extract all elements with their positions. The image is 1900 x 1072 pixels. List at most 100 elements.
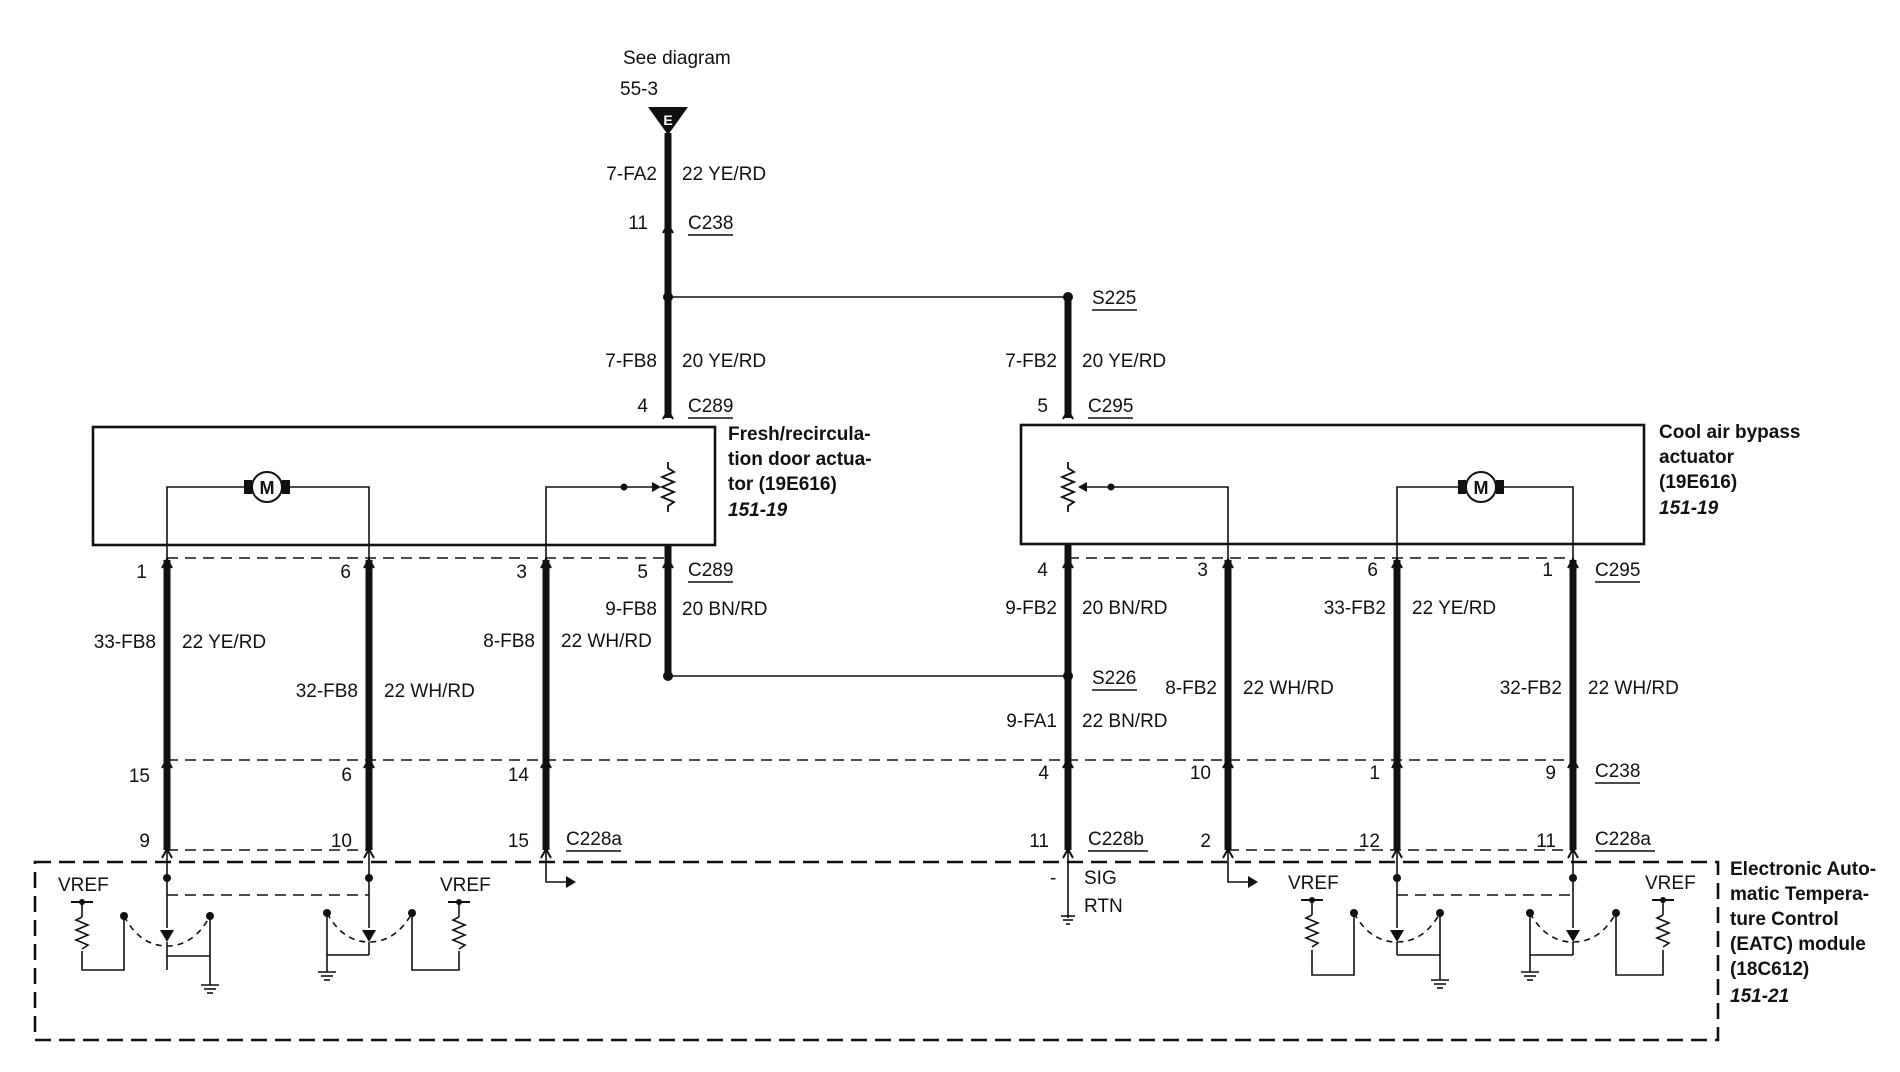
- fresh-motor-label: M: [260, 478, 275, 498]
- sig-label: SIG: [1084, 868, 1117, 889]
- vref-label-1: VREF: [58, 875, 109, 896]
- c228a-left-connector: C228a: [566, 829, 622, 850]
- c228b-pin-11: 11: [1029, 831, 1049, 852]
- fb2-module-entry: [1227, 850, 1254, 883]
- vref-label-2: VREF: [440, 875, 491, 896]
- wire-w1-left-circuit: 33-FB8: [94, 632, 156, 653]
- top-wire-connector: C238: [688, 213, 733, 234]
- eatc-line1: Electronic Auto-: [1730, 859, 1876, 880]
- top-wire-spec: 22 YE/RD: [682, 164, 766, 185]
- wire-w4-right-spec: 22 WH/RD: [1588, 678, 1679, 699]
- reference-page-text: 55-3: [620, 79, 658, 100]
- wire-w2-right-spec: 22 WH/RD: [1243, 678, 1334, 699]
- fb8-module-entry: [545, 850, 572, 883]
- fresh-actuator-box: [91, 425, 717, 547]
- wire-w1b-right-spec: 22 BN/RD: [1082, 711, 1168, 732]
- left-feed-connector: C289: [688, 396, 733, 417]
- c228a-pin-11: 11: [1536, 831, 1556, 852]
- c228a-pin-12: 12: [1359, 831, 1380, 852]
- fresh-potentiometer-icon: [659, 462, 677, 512]
- fresh-actuator-line3: tor (19E616): [728, 474, 837, 495]
- cool-actuator-box: [1019, 423, 1646, 546]
- right-switch-1: [1301, 850, 1449, 989]
- right-feed-circuit: 7-FB2: [1005, 351, 1057, 372]
- splice-s225-label: S225: [1092, 288, 1136, 309]
- c238-top-pin-mark: [662, 221, 674, 234]
- cool-motor-label: M: [1474, 478, 1489, 498]
- c228a-pin-9: 9: [139, 831, 150, 852]
- left-switch-2: [318, 850, 470, 981]
- fresh-actuator-line2: tion door actua-: [728, 449, 872, 470]
- eatc-line4: (EATC) module: [1730, 934, 1866, 955]
- fresh-motor-lead-right: [286, 486, 370, 560]
- wire-w1b-right-circuit: 9-FA1: [1006, 711, 1057, 732]
- c289-pin-6: 6: [340, 562, 351, 583]
- cool-motor-icon: [1465, 471, 1497, 503]
- cool-actuator-line1: Cool air bypass: [1659, 422, 1801, 443]
- c238-pin-9: 9: [1545, 763, 1556, 784]
- left-switch-1: [71, 850, 219, 994]
- splice-s226-label: S226: [1092, 668, 1136, 689]
- c295-pin-1: 1: [1542, 560, 1553, 581]
- fresh-motor-lead-left: [166, 486, 248, 560]
- top-wire-pin: 11: [628, 213, 648, 234]
- c228a-pin-15: 15: [508, 831, 529, 852]
- cool-actuator-line2: actuator: [1659, 447, 1735, 468]
- wire-w2-left-spec: 22 WH/RD: [384, 681, 475, 702]
- c295-pin-4: 4: [1037, 560, 1048, 581]
- fresh-actuator-line1: Fresh/recircula-: [728, 424, 871, 445]
- reference-see-text: See diagram: [623, 48, 731, 69]
- cool-actuator-line3: (19E616): [1659, 472, 1737, 493]
- c295-pin-3: 3: [1197, 560, 1208, 581]
- right-feed-pin: 5: [1037, 396, 1048, 417]
- c289-lower-connector: C289: [688, 560, 733, 581]
- eatc-line2: matic Tempera-: [1730, 884, 1869, 905]
- cool-motor-lead-left: [1396, 486, 1462, 560]
- wire-w3-right-circuit: 33-FB2: [1324, 598, 1386, 619]
- cool-motor-lead-right: [1500, 486, 1574, 560]
- fresh-motor-icon: [251, 471, 283, 503]
- connector-e-marker: E: [648, 107, 688, 135]
- c238-pin-14: 14: [508, 765, 530, 786]
- s225-node-left: [663, 292, 673, 302]
- c289-pin-1: 1: [136, 562, 147, 583]
- c238-pin-4: 4: [1038, 763, 1049, 784]
- c238-pin-15: 15: [129, 766, 150, 787]
- right-feed-spec: 20 YE/RD: [1082, 351, 1166, 372]
- wire-w1-right-spec: 20 BN/RD: [1082, 598, 1168, 619]
- cool-potentiometer-icon: [1059, 462, 1077, 512]
- sig-prefix: -: [1050, 868, 1056, 889]
- marker-e-label: E: [663, 112, 672, 128]
- right-switch-2: [1521, 850, 1674, 981]
- eatc-line5: (18C612): [1730, 959, 1809, 980]
- c238-pin-10: 10: [1190, 763, 1211, 784]
- vref-label-3: VREF: [1288, 873, 1339, 894]
- c228a-right-connector: C228a: [1595, 829, 1651, 850]
- eatc-module-box: [33, 860, 1720, 1042]
- cool-pot-wiper-lead: [1111, 486, 1229, 560]
- eatc-line3: ture Control: [1730, 909, 1839, 930]
- rtn-ground-icon: [1061, 915, 1075, 925]
- c228a-pin-10: 10: [331, 831, 352, 852]
- c228b-connector: C228b: [1088, 829, 1144, 850]
- top-wire-circuit: 7-FA2: [606, 164, 657, 185]
- wire-w3-right-spec: 22 YE/RD: [1412, 598, 1496, 619]
- wire-w3-left-spec: 22 WH/RD: [561, 631, 652, 652]
- left-feed-pin: 4: [637, 396, 648, 417]
- c295-pin-6: 6: [1367, 560, 1378, 581]
- c238-pin-6: 6: [341, 765, 352, 786]
- c289-pin-3: 3: [516, 562, 527, 583]
- wire-w2-right-circuit: 8-FB2: [1165, 678, 1217, 699]
- fresh-actuator-page: 151-19: [728, 500, 788, 521]
- wire-w4-right-circuit: 32-FB2: [1500, 678, 1562, 699]
- wire-w4-left-circuit: 9-FB8: [605, 599, 657, 620]
- left-feed-circuit: 7-FB8: [605, 351, 657, 372]
- c238-row-connector: C238: [1595, 761, 1640, 782]
- wire-w2-left-circuit: 32-FB8: [296, 681, 358, 702]
- pin-marks: [161, 556, 1579, 569]
- wire-w1-left-spec: 22 YE/RD: [182, 632, 266, 653]
- fresh-pot-wiper-lead: [545, 486, 624, 560]
- c289-pin-5: 5: [637, 562, 648, 583]
- wire-w4-left-spec: 20 BN/RD: [682, 599, 768, 620]
- cool-actuator-page: 151-19: [1659, 498, 1719, 519]
